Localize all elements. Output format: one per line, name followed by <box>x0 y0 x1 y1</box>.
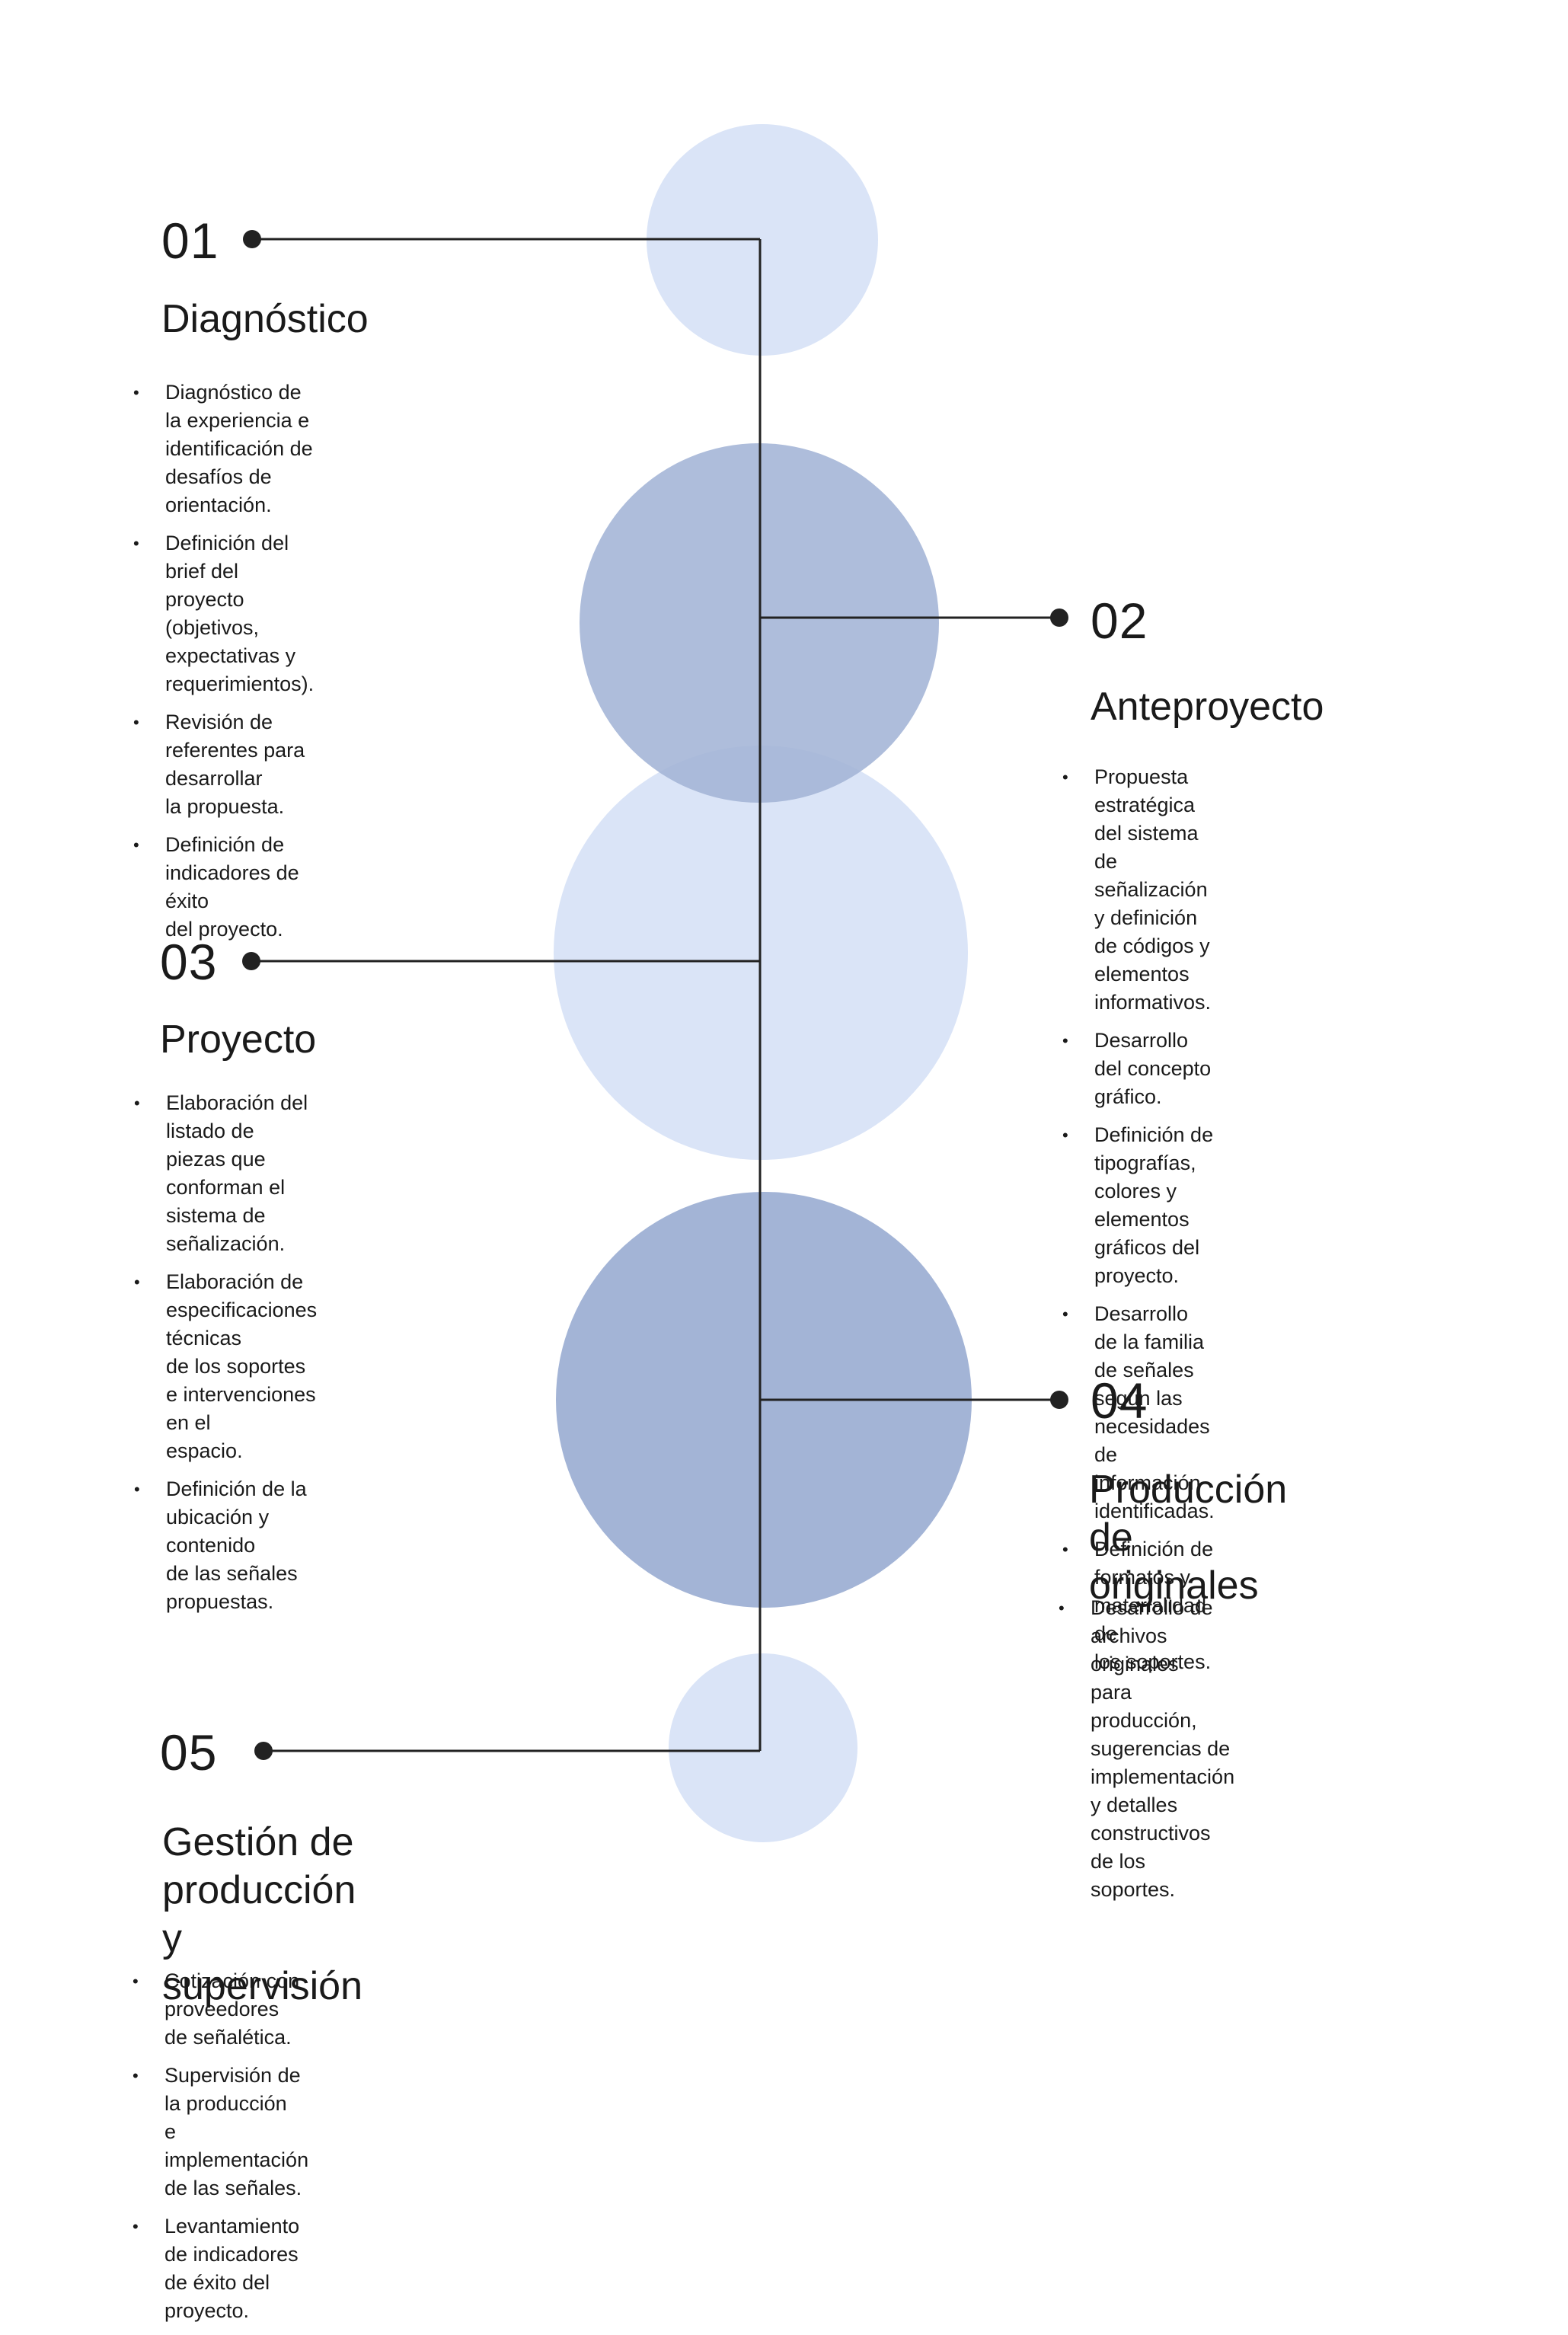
step-number: 02 <box>1091 593 1148 649</box>
connector-dot-3 <box>242 952 260 970</box>
decor-circle-1 <box>647 124 878 356</box>
list-item: Elaboración del listado de piezas que co… <box>134 1089 317 1258</box>
connector-dot-5 <box>254 1742 273 1760</box>
list-item: Definición de la ubicación y contenido d… <box>134 1475 317 1616</box>
list-item: Supervisión de la producción e implement… <box>133 2062 308 2202</box>
step-item-list: Cotización con proveedores de señalética… <box>133 1967 308 2335</box>
step-number: 05 <box>160 1724 218 1781</box>
list-item: Propuesta estratégica del sistema de señ… <box>1062 763 1215 1017</box>
step-number: 03 <box>160 934 218 990</box>
list-item: Levantamiento de indicadores de éxito de… <box>133 2212 308 2325</box>
step-title: Anteproyecto <box>1091 685 1324 729</box>
list-item: Definición de tipografías, colores y ele… <box>1062 1121 1215 1290</box>
list-item: Desarrollo del concepto gráfico. <box>1062 1027 1215 1111</box>
connector-dot-2 <box>1050 609 1068 627</box>
step-item-list: Elaboración del listado de piezas que co… <box>134 1089 317 1626</box>
list-item: Diagnóstico de la experiencia e identifi… <box>133 379 314 519</box>
list-item: Revisión de referentes para desarrollar … <box>133 708 314 821</box>
step-title: Diagnóstico <box>161 297 369 341</box>
list-item: Elaboración de especificaciones técnicas… <box>134 1268 317 1465</box>
connector-dot-1 <box>243 230 261 248</box>
list-item: Desarrollo de la familia de señales segú… <box>1062 1300 1215 1525</box>
timeline-diagram <box>242 124 1068 1842</box>
decor-circle-3 <box>669 1653 857 1842</box>
step-title: Proyecto <box>160 1017 317 1062</box>
step-item-list: Desarrollo de archivos originales para p… <box>1059 1594 1234 1914</box>
list-item: Desarrollo de archivos originales para p… <box>1059 1594 1234 1904</box>
list-item: Definición de indicadores de éxito del p… <box>133 831 314 944</box>
step-title: Producción de originales <box>1089 1468 1288 1608</box>
step-number: 04 <box>1091 1372 1148 1429</box>
step-title: Gestión de producción y supervisión <box>162 1820 363 2008</box>
list-item: Cotización con proveedores de señalética… <box>133 1967 308 2052</box>
step-number: 01 <box>161 212 219 269</box>
step-item-list: Diagnóstico de la experiencia e identifi… <box>133 379 314 953</box>
list-item: Definición del brief del proyecto (objet… <box>133 529 314 698</box>
